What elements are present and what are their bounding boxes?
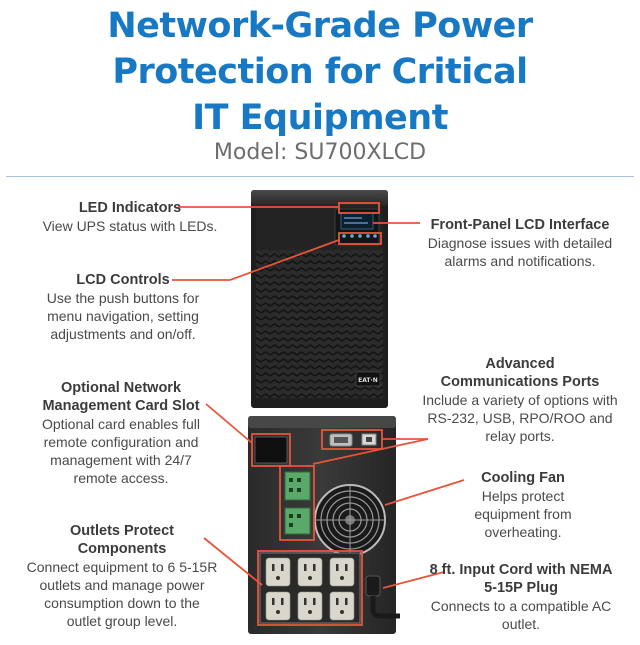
callout-description: Helps protect equipment from overheating… [474, 488, 572, 540]
headline-line-2: Protection for Critical [112, 52, 528, 92]
callout-title: LCD Controls [76, 272, 170, 288]
svg-text:EAT·N: EAT·N [358, 377, 378, 384]
cooling-fan [314, 484, 386, 556]
callout-title: Front-Panel LCD Interface [430, 217, 610, 233]
callout-outlets: Outlets Protect Components Connect equip… [26, 522, 218, 630]
callout-led-indicators: LED Indicators View UPS status with LEDs… [20, 199, 240, 235]
callout-description: Optional card enables full remote config… [42, 416, 200, 486]
callout-description: Use the push buttons for menu navigation… [46, 290, 200, 342]
callout-network-card: Optional Network Management Card Slot Op… [28, 379, 214, 487]
callout-lines [172, 202, 465, 626]
callout-description: Connect equipment to 6 5-15R outlets and… [26, 559, 218, 629]
relay-terminal-blocks [284, 471, 311, 535]
callout-description: Diagnose issues with detailed alarms and… [427, 235, 613, 269]
outlet-group [259, 552, 361, 624]
callout-title: 8 ft. Input Cord with NEMA 5-15P Plug [429, 562, 613, 596]
callout-description: View UPS status with LEDs. [42, 218, 218, 234]
callout-description: Connects to a compatible AC outlet. [430, 598, 612, 632]
model-label: Model: SU700XLCD [213, 140, 427, 165]
callout-title: Optional Network Management Card Slot [42, 380, 200, 414]
communication-ports [329, 433, 377, 447]
callout-title: LED Indicators [78, 200, 182, 216]
callout-title: Outlets Protect Components [70, 523, 174, 557]
callout-input-cord: 8 ft. Input Cord with NEMA 5-15P Plug Co… [426, 561, 616, 633]
callout-comm-ports: Advanced Communications Ports Include a … [420, 355, 620, 445]
header-divider [6, 176, 634, 177]
input-cord [365, 575, 400, 619]
callout-description: Include a variety of options with RS-232… [422, 392, 618, 444]
callout-front-lcd: Front-Panel LCD Interface Diagnose issue… [418, 216, 622, 270]
network-card-slot [254, 436, 288, 464]
callout-title: Advanced Communications Ports [440, 356, 600, 390]
front-lcd-panel [334, 208, 380, 246]
callout-title: Cooling Fan [481, 470, 565, 486]
callout-lcd-controls: LCD Controls Use the push buttons for me… [28, 271, 218, 343]
headline-line-1: Network-Grade Power [107, 6, 533, 46]
eaton-logo-badge: EAT·N [355, 371, 381, 387]
callout-cooling-fan: Cooling Fan Helps protect equipment from… [448, 469, 598, 541]
headline-line-3: IT Equipment [192, 98, 448, 138]
